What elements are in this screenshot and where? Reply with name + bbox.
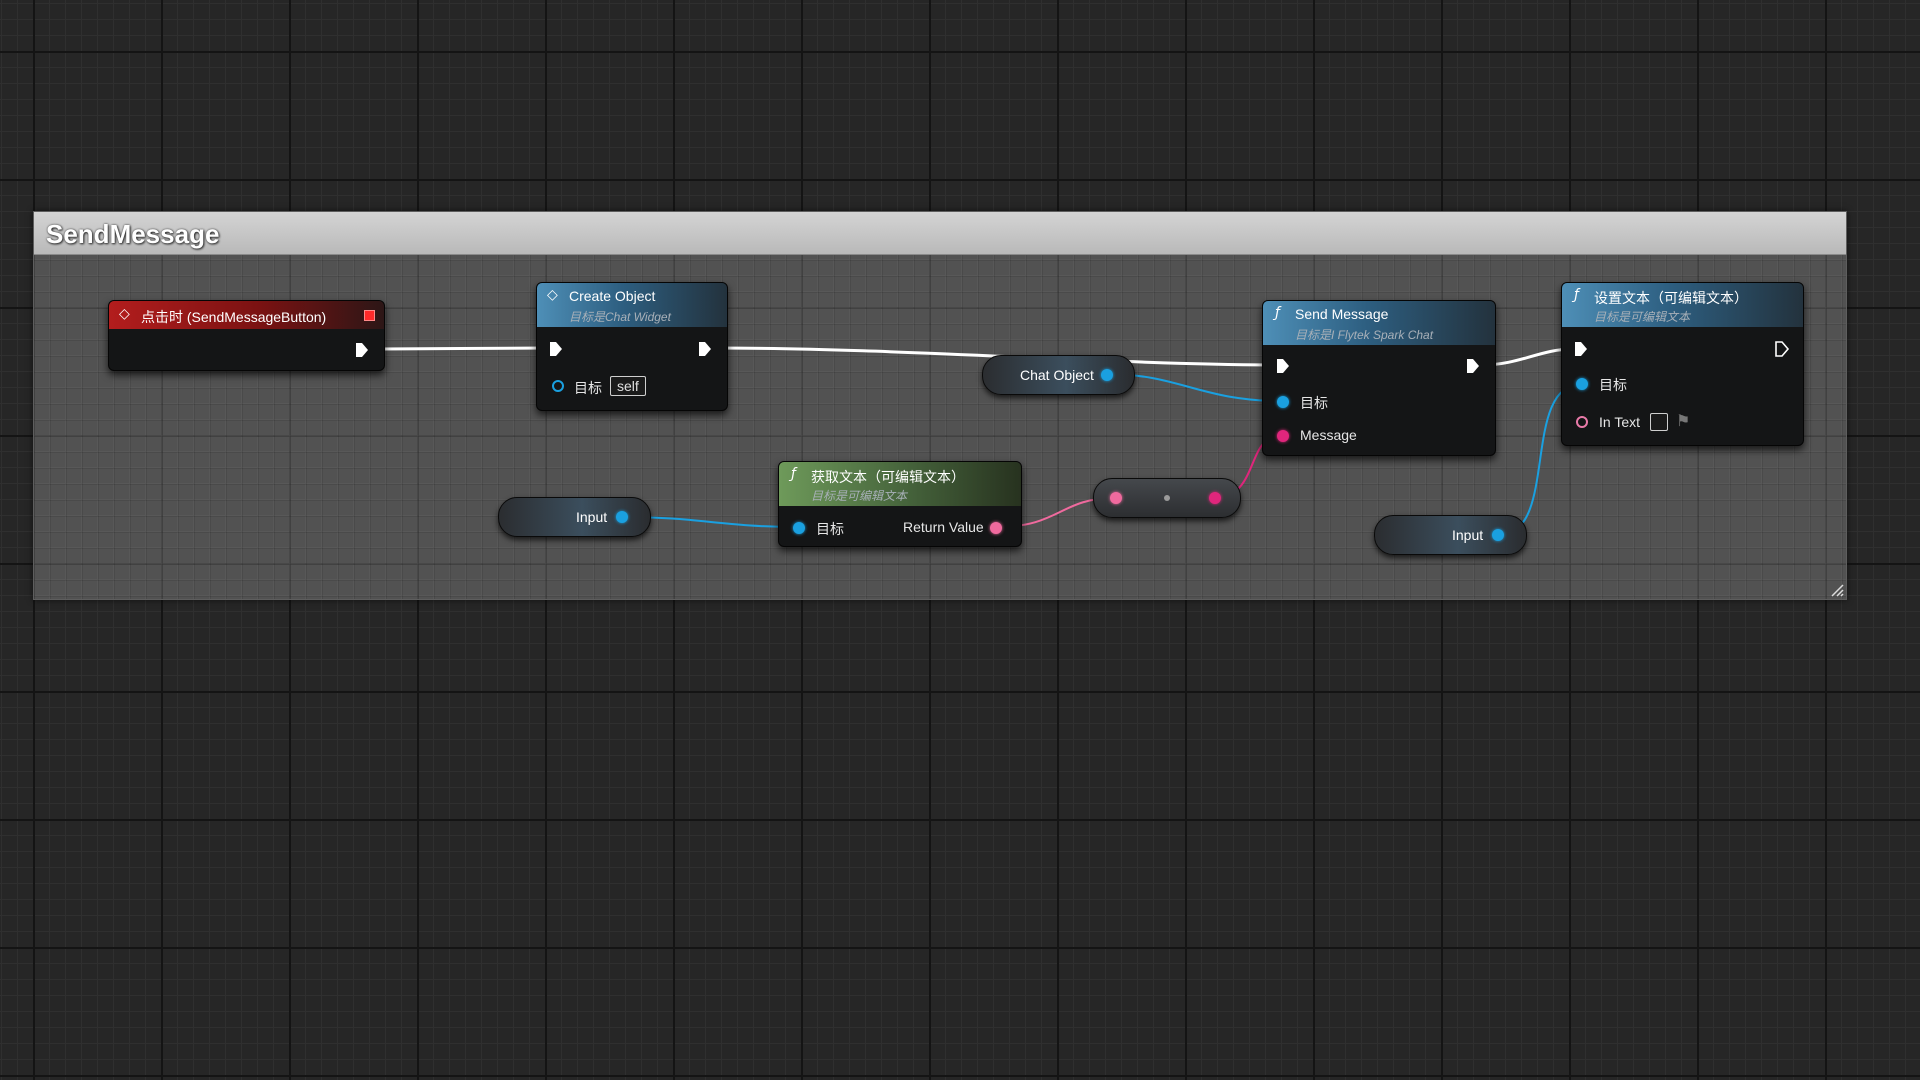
input-variable-node[interactable]: Input — [1374, 515, 1527, 555]
in-text-localize-checkbox[interactable] — [1650, 413, 1668, 431]
exec-out-pin-icon[interactable] — [697, 341, 713, 357]
event-diamond-icon: ◇ — [119, 306, 130, 322]
target-pin-icon[interactable] — [793, 522, 805, 534]
in-text-pin-icon[interactable] — [1576, 416, 1588, 428]
function-diamond-icon: ◇ — [547, 287, 558, 303]
node-subtitle: 目标是可编辑文本 — [811, 489, 908, 503]
function-f-icon: ƒ — [791, 466, 796, 482]
target-pin-icon[interactable] — [1277, 396, 1289, 408]
comment-title: SendMessage — [46, 219, 220, 249]
message-pin-icon[interactable] — [1277, 430, 1289, 442]
get-text-node[interactable]: ƒ 获取文本（可编辑文本） 目标是可编辑文本 目标 Return Value — [778, 461, 1022, 547]
exec-in-pin-icon[interactable] — [1573, 341, 1589, 357]
set-text-node[interactable]: ƒ 设置文本（可编辑文本） 目标是可编辑文本 目标 In Text ⚑ — [1561, 282, 1804, 446]
target-label: 目标 — [816, 521, 844, 537]
node-subtitle: 目标是I Flytek Spark Chat — [1295, 328, 1434, 342]
node-subtitle: 目标是可编辑文本 — [1594, 310, 1691, 324]
string-to-text-conversion-node[interactable] — [1093, 478, 1241, 518]
exec-out-pin-icon[interactable] — [1774, 341, 1790, 357]
target-label: 目标 — [1599, 377, 1627, 393]
output-pin-icon[interactable] — [1209, 492, 1221, 504]
exec-in-pin-icon[interactable] — [548, 341, 564, 357]
chat-object-variable-node[interactable]: Chat Object — [982, 355, 1135, 395]
node-title: Create Object — [569, 288, 656, 304]
exec-wire-click-to-create — [372, 346, 548, 351]
target-label: 目标 — [1300, 395, 1328, 411]
variable-label: Input — [576, 509, 608, 525]
conversion-dot-icon — [1164, 495, 1170, 501]
target-self-field[interactable]: self — [610, 376, 646, 396]
input-pin-icon[interactable] — [1110, 492, 1122, 504]
exec-out-pin-icon[interactable] — [1465, 358, 1481, 374]
node-header: ◇ 点击时 (SendMessageButton) — [109, 301, 384, 329]
resize-handle-icon[interactable] — [1830, 583, 1844, 597]
variable-label: Chat Object — [1020, 367, 1094, 383]
comment-header[interactable]: SendMessage — [34, 212, 1846, 255]
comment-box[interactable]: SendMessage — [33, 211, 1847, 600]
input-variable-node[interactable]: Input — [498, 497, 651, 537]
target-pin-icon[interactable] — [1576, 378, 1588, 390]
click-event-node[interactable]: ◇ 点击时 (SendMessageButton) — [108, 300, 385, 371]
function-f-icon: ƒ — [1574, 287, 1579, 303]
in-text-label: In Text — [1599, 414, 1640, 430]
node-header: ƒ Send Message 目标是I Flytek Spark Chat — [1263, 301, 1495, 345]
node-header: ƒ 设置文本（可编辑文本） 目标是可编辑文本 — [1562, 283, 1803, 327]
node-header: ◇ Create Object 目标是Chat Widget — [537, 283, 727, 327]
exec-in-pin-icon[interactable] — [1275, 358, 1291, 374]
node-title: Send Message — [1295, 306, 1389, 322]
send-message-node[interactable]: ƒ Send Message 目标是I Flytek Spark Chat 目标… — [1262, 300, 1496, 456]
target-label: 目标 — [574, 380, 602, 396]
exec-out-pin-icon[interactable] — [354, 342, 370, 358]
target-pin-icon[interactable] — [552, 380, 564, 392]
output-pin-icon[interactable] — [616, 511, 628, 523]
node-subtitle: 目标是Chat Widget — [569, 310, 671, 324]
return-value-pin-icon[interactable] — [990, 522, 1002, 534]
function-f-icon: ƒ — [1275, 305, 1280, 321]
flag-icon[interactable]: ⚑ — [1676, 411, 1691, 430]
node-title: 设置文本（可编辑文本） — [1594, 290, 1748, 306]
variable-label: Input — [1452, 527, 1484, 543]
return-value-label: Return Value — [903, 519, 984, 535]
output-pin-icon[interactable] — [1492, 529, 1504, 541]
node-title: 获取文本（可编辑文本） — [811, 469, 965, 485]
message-label: Message — [1300, 427, 1357, 443]
node-header: ƒ 获取文本（可编辑文本） 目标是可编辑文本 — [779, 462, 1021, 506]
create-object-node[interactable]: ◇ Create Object 目标是Chat Widget 目标 self — [536, 282, 728, 411]
output-pin-icon[interactable] — [1101, 369, 1113, 381]
node-title: 点击时 (SendMessageButton) — [141, 309, 327, 325]
delegate-pin-icon[interactable] — [364, 310, 375, 321]
